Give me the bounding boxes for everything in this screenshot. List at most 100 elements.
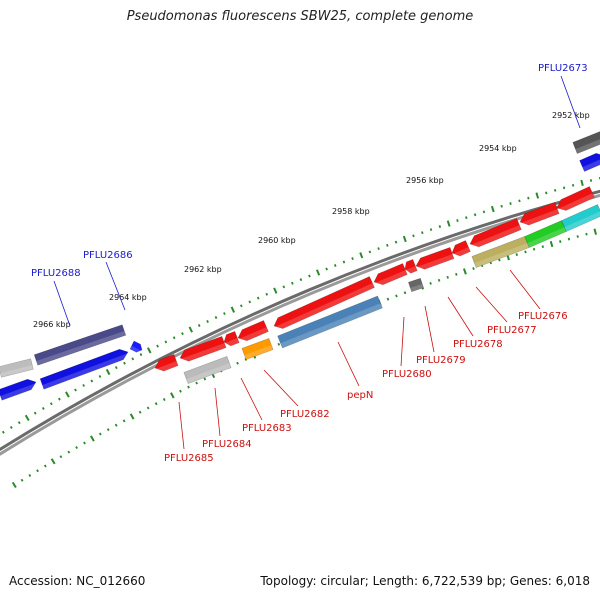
tick-mark [90,435,95,442]
gene-shape [277,295,383,349]
gene-highlight [238,327,269,344]
gene-highlight [0,383,38,401]
tick-mark [518,199,521,203]
tick-mark [532,247,536,251]
forward-gene-label[interactable]: PFLU2688 [31,268,81,279]
gene-block-rev-cyan[interactable] [561,204,600,232]
tick-mark [24,414,30,422]
reverse-gene-label[interactable]: PFLU2683 [242,423,292,434]
leader-line-reverse [337,341,360,387]
leader-line-forward [560,75,581,129]
tick-mark [277,342,281,346]
gene-block-fwd-d[interactable] [39,348,130,390]
tick-mark [114,366,118,370]
gene-highlight [374,270,408,288]
tick-mark [386,297,390,301]
gene-shape [129,340,143,353]
tick-mark [172,336,176,340]
gene-block-rev-10[interactable] [469,218,522,250]
reverse-gene-label[interactable]: PFLU2684 [202,439,252,450]
tick-mark [1,430,5,434]
tick-mark [248,300,252,304]
tick-mark [386,243,389,247]
tick-mark [106,428,110,432]
gene-block-rev-5[interactable] [273,276,375,332]
leader-line-reverse [214,387,221,437]
gene-block-rev-3[interactable] [223,331,240,348]
gene-block-rev-12[interactable] [556,186,595,214]
gene-highlight [405,266,418,275]
tick-mark [203,377,207,381]
gene-block-rev-9[interactable] [451,240,471,259]
gene-highlight [42,353,130,390]
leader-line-forward [105,261,126,311]
tick-mark [122,419,126,423]
gene-shape [223,331,240,347]
gene-block-rev-1[interactable] [154,354,179,374]
gene-shape [273,276,375,329]
reverse-gene-label[interactable]: PFLU2682 [280,409,330,420]
gene-highlight [224,338,240,348]
tick-mark [170,392,175,399]
forward-gene-label[interactable]: PFLU2686 [83,250,133,261]
gene-block-fwd-b[interactable] [129,340,143,354]
leader-line-reverse [509,269,541,310]
tick-mark [105,368,111,376]
gene-block-rev-orange[interactable] [241,338,274,360]
reverse-gene-label[interactable]: PFLU2679 [416,355,466,366]
tick-mark [395,294,398,298]
gene-block-rev-7[interactable] [404,259,418,275]
tick-mark [230,306,236,313]
gene-highlight [520,209,560,228]
reverse-gene-label[interactable]: PFLU2677 [487,325,537,336]
gene-shape [0,358,34,378]
gene-block-rev-dark[interactable] [408,277,424,293]
forward-gene-label[interactable]: PFLU2673 [538,63,588,74]
tick-mark [446,275,449,279]
tick-mark [114,423,118,427]
reverse-gene-label[interactable]: PFLU2678 [453,339,503,350]
tick-mark [154,402,158,406]
tick-mark [65,391,70,398]
gene-block-fwd-f[interactable] [572,130,600,154]
tick-mark [11,481,17,489]
gene-block-rev-gray[interactable] [183,356,232,384]
tick-mark [9,425,13,429]
gene-highlight [180,343,227,364]
gene-highlight [452,247,471,259]
gene-block-fwd-c[interactable] [0,358,34,378]
reverse-gene-label[interactable]: PFLU2680 [382,369,432,380]
tick-mark [138,410,142,414]
tick-mark [36,469,39,473]
gene-block-fwd-g[interactable] [579,152,600,172]
gene-highlight [470,225,522,250]
tick-mark [490,205,495,213]
tick-mark [82,383,85,387]
ruler-label: 2952 kbp [552,111,590,120]
leader-line-reverse [178,401,185,450]
reverse-gene-label[interactable]: pepN [347,390,373,401]
gene-block-rev-4[interactable] [237,320,269,344]
ruler-label: 2960 kbp [258,236,296,245]
tick-mark [33,411,37,415]
leader-line-reverse [424,305,435,353]
tick-mark [446,220,451,227]
tick-mark [589,179,593,182]
tick-mark [239,304,243,308]
tick-mark [567,237,571,241]
tick-mark [438,225,442,228]
reverse-gene-label[interactable]: PFLU2676 [518,311,568,322]
gene-shape [0,378,37,401]
tick-mark [156,344,159,348]
gene-block-fwd-e[interactable] [0,378,38,401]
tick-mark [206,320,209,323]
tick-mark [223,312,226,315]
tick-mark [465,216,468,220]
tick-mark [549,240,554,248]
gene-block-fwd-a[interactable] [33,324,127,366]
gene-block-rev-blue[interactable] [277,295,383,349]
tick-mark [402,235,407,243]
tick-mark [377,247,380,251]
tick-mark [593,228,597,235]
reverse-gene-label[interactable]: PFLU2685 [164,453,214,464]
